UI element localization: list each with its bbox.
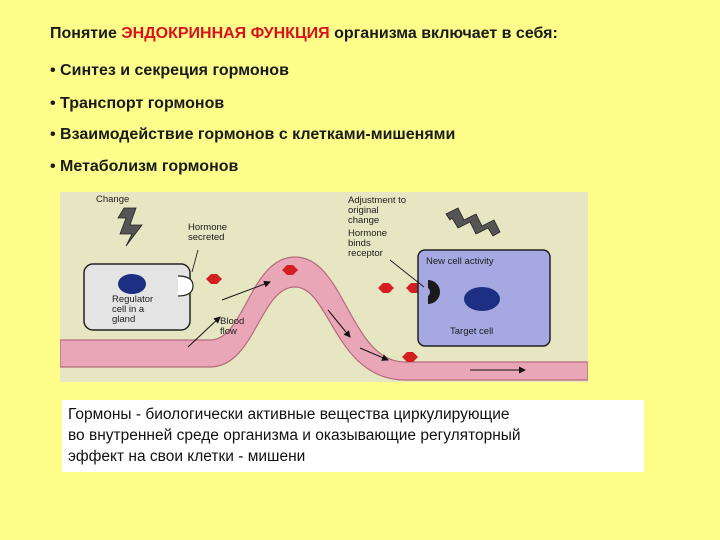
- heading: Понятие ЭНДОКРИННАЯ ФУНКЦИЯ организма вк…: [50, 25, 558, 43]
- definition-line-1: Гормоны - биологически активные вещества…: [68, 406, 510, 423]
- endocrine-diagram: Change Hormone secreted Regulator cell i…: [60, 192, 588, 382]
- label-regulator-cell: Regulator cell in a gland: [112, 294, 156, 325]
- label-hormone-binds-line1: Hormone: [348, 228, 387, 239]
- label-change: Change: [96, 194, 129, 205]
- label-hormone-binds-line3: receptor: [348, 248, 383, 259]
- flow-arrow: [187, 316, 221, 348]
- heading-prefix: Понятие: [50, 25, 122, 42]
- adjustment-zigzag: [445, 207, 501, 237]
- hormone: [402, 352, 418, 362]
- label-regulator-cell-line1: Regulator: [112, 294, 153, 305]
- label-hormone-binds: Hormone binds receptor: [348, 228, 390, 259]
- receptor: [428, 280, 440, 304]
- label-new-cell-activity: New cell activity: [426, 256, 494, 267]
- bullet-transport: • Транспорт гормонов: [50, 95, 225, 112]
- regulator-nucleus: [118, 274, 146, 294]
- definition-line-3: эффект на свои клетки - мишени: [68, 448, 306, 465]
- bullet-metabolism: • Метаболизм гормонов: [50, 158, 239, 175]
- definition-box: Гормоны - биологически активные вещества…: [62, 400, 644, 472]
- label-hormone-binds-line2: binds: [348, 238, 371, 249]
- definition-line-2: во внутренней среде организма и оказываю…: [68, 427, 521, 444]
- secretion-pore: [177, 275, 194, 297]
- hormone: [282, 265, 298, 275]
- label-hormone-secreted-line1: Hormone: [188, 222, 227, 233]
- label-adjustment: Adjustment to original change: [348, 195, 409, 226]
- label-hormone-secreted-line2: secreted: [188, 232, 224, 243]
- blood-vessel: [60, 256, 588, 381]
- label-regulator-cell-line2: cell in a: [112, 304, 145, 315]
- label-adjustment-line1: Adjustment to: [348, 195, 406, 206]
- label-adjustment-line3: change: [348, 215, 379, 226]
- flow-arrow: [359, 347, 389, 361]
- leader-line: [389, 259, 425, 288]
- hormone: [378, 283, 394, 293]
- label-adjustment-line2: original: [348, 205, 379, 216]
- bullet-synthesis: • Синтез и секреция гормонов: [50, 62, 289, 79]
- bullet-interaction: • Взаимодействие гормонов с клетками-миш…: [50, 126, 456, 143]
- target-nucleus: [464, 287, 500, 311]
- label-blood-flow-line2: flow: [220, 326, 237, 337]
- regulator-cell: [83, 263, 191, 331]
- hormone: [206, 274, 222, 284]
- leader-line: [191, 249, 199, 273]
- heading-highlight: ЭНДОКРИННАЯ ФУНКЦИЯ: [121, 25, 330, 42]
- label-regulator-cell-line3: gland: [112, 314, 135, 325]
- flow-arrow: [327, 309, 351, 338]
- label-blood-flow: Blood flow: [220, 316, 247, 337]
- flow-arrow: [221, 280, 271, 301]
- label-blood-flow-line1: Blood: [220, 316, 244, 327]
- label-hormone-secreted: Hormone secreted: [188, 222, 230, 243]
- label-target-cell: Target cell: [450, 326, 493, 337]
- change-zigzag: [117, 207, 143, 247]
- heading-suffix: организма включает в себя:: [329, 25, 558, 42]
